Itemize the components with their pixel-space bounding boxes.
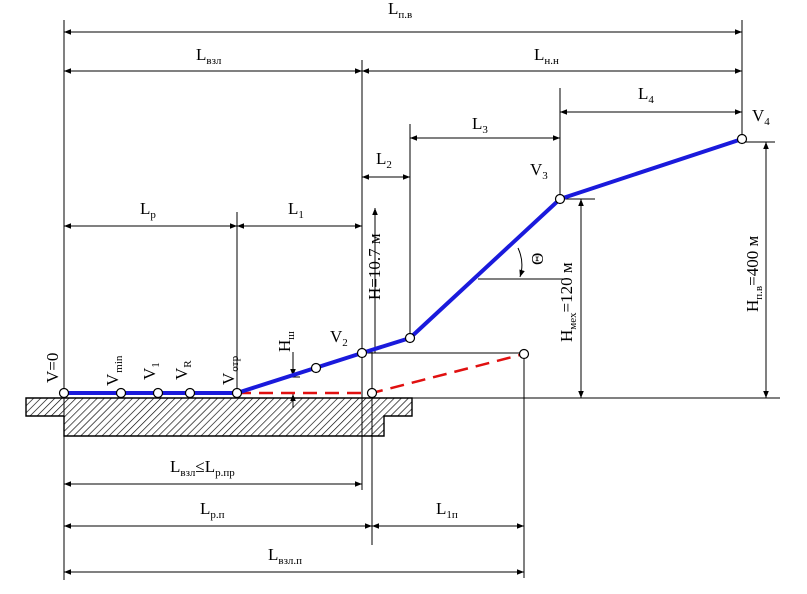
svg-text:V3: V3 — [530, 160, 548, 182]
point-votr — [231, 387, 243, 399]
point-v4 — [736, 133, 748, 145]
svg-text:Vотр: Vотр — [219, 355, 241, 385]
point-abort-stop — [366, 387, 378, 399]
svg-text:Lвзл≤Lp.пр: Lвзл≤Lp.пр — [170, 457, 235, 479]
svg-text:L2: L2 — [376, 149, 392, 171]
point-vmin — [115, 387, 127, 399]
height-dimensions — [283, 142, 769, 408]
svg-text:H=10.7 м: H=10.7 м — [365, 233, 384, 300]
labels: Lп.в Lвзл Lн.н L4 L3 L2 Lp L1 V4 V3 V2 V… — [43, 0, 770, 567]
svg-text:VR: VR — [172, 360, 194, 380]
svg-text:L4: L4 — [638, 84, 654, 106]
svg-text:V1: V1 — [140, 362, 162, 380]
svg-text:V4: V4 — [752, 106, 770, 128]
point-abort-end — [518, 348, 530, 360]
svg-text:Lн.н: Lн.н — [534, 45, 559, 67]
svg-text:V2: V2 — [330, 327, 348, 349]
aborted-takeoff-path — [237, 352, 525, 395]
svg-text:Hш: Hш — [275, 331, 297, 352]
extension-lines — [63, 20, 775, 580]
point-v1 — [152, 387, 164, 399]
point-l2-end — [404, 332, 416, 344]
point-v3 — [554, 193, 566, 205]
point-v2 — [356, 347, 368, 359]
point-vr — [184, 387, 196, 399]
dimension-lines — [64, 29, 742, 575]
speed-points — [58, 133, 748, 399]
svg-text:Vmin: Vmin — [103, 355, 125, 386]
theta-angle — [478, 247, 568, 280]
point-v0 — [58, 387, 70, 399]
point-mid — [310, 362, 322, 374]
svg-text:L1п: L1п — [436, 499, 458, 521]
svg-text:V=0: V=0 — [43, 353, 62, 383]
svg-text:Lp.п: Lp.п — [200, 499, 225, 521]
svg-text:Θ: Θ — [528, 253, 547, 265]
svg-text:Lп.в: Lп.в — [388, 0, 412, 21]
svg-text:Lвзл: Lвзл — [196, 45, 222, 67]
svg-text:L1: L1 — [288, 199, 304, 221]
runway — [25, 397, 413, 437]
svg-text:L3: L3 — [472, 114, 488, 136]
flight-path — [64, 137, 743, 395]
svg-text:Lp: Lp — [140, 199, 156, 221]
svg-text:Hп.в=400 м: Hп.в=400 м — [743, 236, 765, 312]
svg-text:Hмех=120 м: Hмех=120 м — [557, 262, 579, 342]
svg-text:Lвзл.п: Lвзл.п — [268, 545, 302, 567]
